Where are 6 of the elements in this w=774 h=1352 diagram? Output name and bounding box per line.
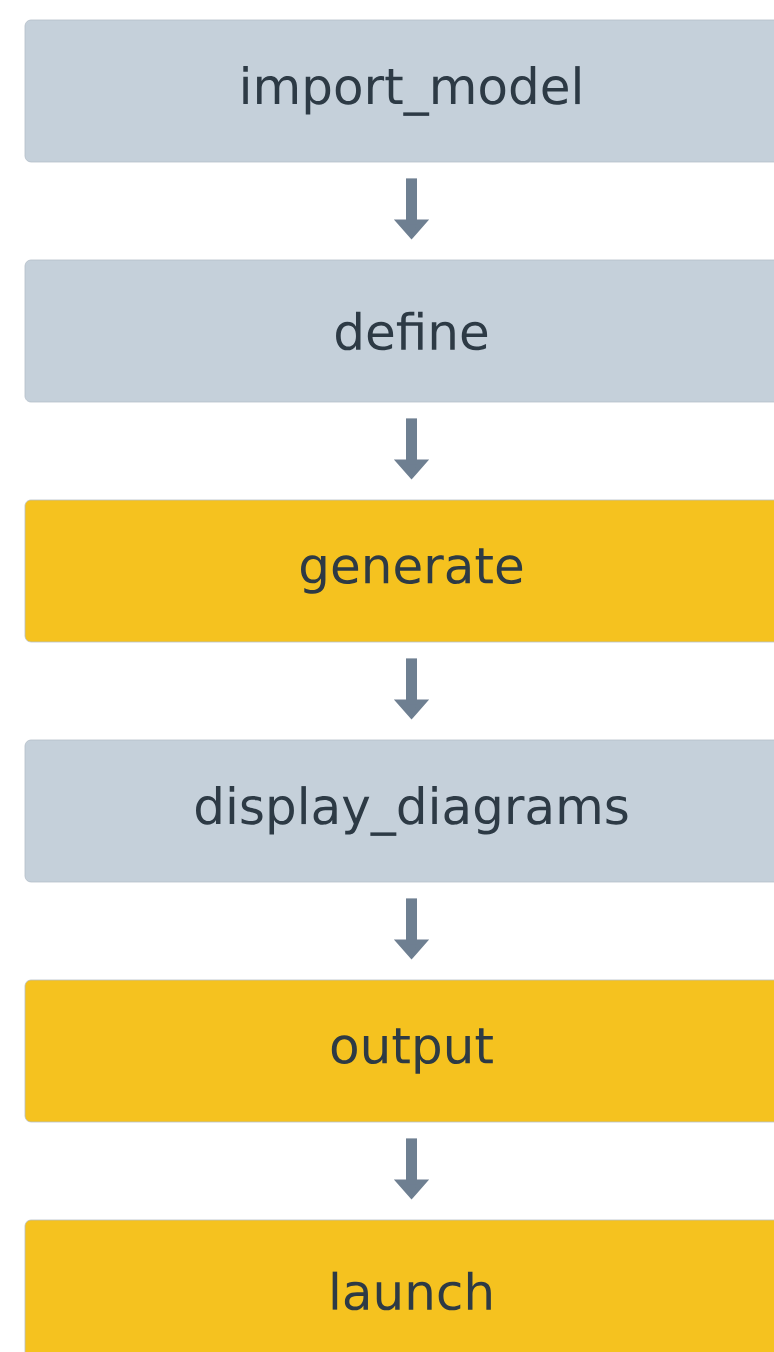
process-box: display_diagrams <box>24 739 774 883</box>
process-box: generate <box>24 499 774 643</box>
process-box: launch <box>24 1219 774 1352</box>
process-box: output <box>24 979 774 1123</box>
process-box: define <box>24 259 774 403</box>
process-box: import_model <box>24 19 774 163</box>
